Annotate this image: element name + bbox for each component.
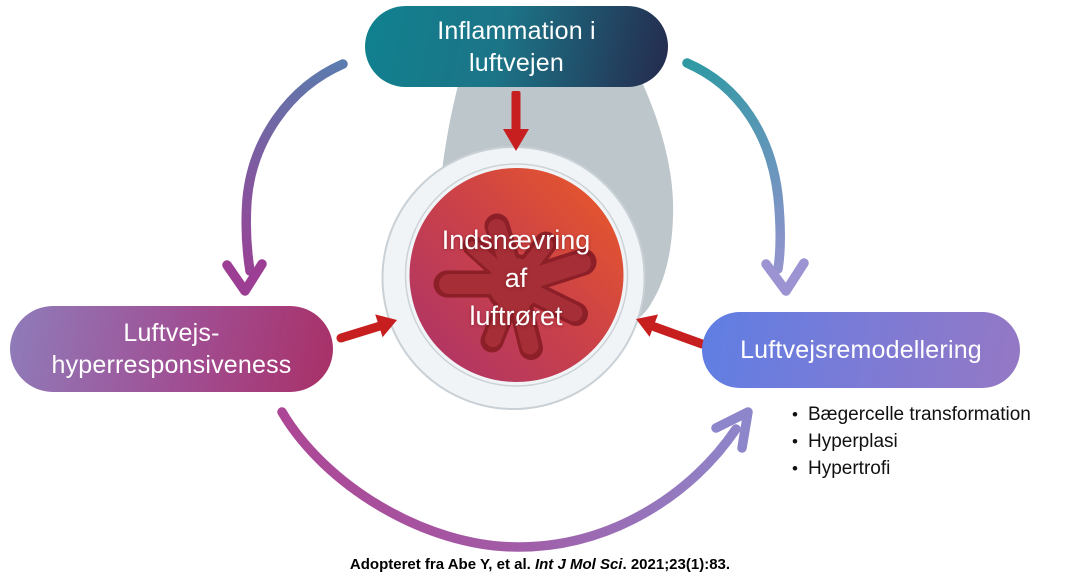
remodeling-bullet-list: • Bægercelle transformation • Hyperplasi… [782, 401, 1080, 482]
bullet-dot-icon: • [792, 459, 798, 478]
pill-hyper-line2: hyperresponsiveness [51, 351, 292, 379]
bullet-item: • Hyperplasi [782, 428, 1080, 455]
bullet-item-label: Bægercelle transformation [808, 404, 1031, 425]
pill-inflammation-line2: luftvejen [469, 48, 564, 77]
citation-journal: Int J Mol Sci [534, 556, 623, 573]
bullet-item-label: Hyperplasi [808, 431, 898, 452]
pill-inflammation-line1: Inflammation i [437, 16, 596, 45]
pill-remodeling-label: Luftvejsremodellering [740, 334, 982, 366]
bullet-dot-icon: • [792, 405, 798, 424]
pill-hyperresponsiveness-label: Luftvejs- hyperresponsiveness [51, 317, 291, 381]
curved-arrow-bottom-icon [277, 407, 753, 552]
bullet-dot-icon: • [792, 432, 798, 451]
source-citation: Adopteret fra Abe Y, et al. Int J Mol Sc… [0, 556, 1080, 573]
curved-arrow-top-right-icon [682, 58, 809, 296]
lumen-blob [439, 219, 591, 355]
pill-inflammation: Inflammation i luftvejen [365, 6, 668, 87]
pill-hyperresponsiveness: Luftvejs- hyperresponsiveness [10, 306, 333, 392]
pill-remodel-line1: Luftvejsremodellering [740, 336, 982, 364]
pill-hyper-line1: Luftvejs- [123, 319, 220, 347]
bullet-item: • Bægercelle transformation [782, 401, 1080, 428]
citation-prefix: Adopteret fra Abe Y, et al. [349, 556, 535, 573]
red-arrow-top-icon [503, 91, 529, 151]
red-arrow-left-icon [336, 314, 397, 343]
citation-suffix: . 2021;23(1):83. [622, 556, 731, 573]
curved-arrow-top-left-icon [222, 59, 348, 296]
bullet-item-label: Hypertrofi [808, 458, 891, 479]
red-arrow-right-icon [636, 314, 707, 349]
airway-ring-inner-border [404, 163, 629, 387]
pill-remodeling: Luftvejsremodellering [702, 312, 1020, 388]
pill-inflammation-label: Inflammation i luftvejen [437, 15, 595, 79]
bullet-item: • Hypertrofi [782, 455, 1080, 482]
